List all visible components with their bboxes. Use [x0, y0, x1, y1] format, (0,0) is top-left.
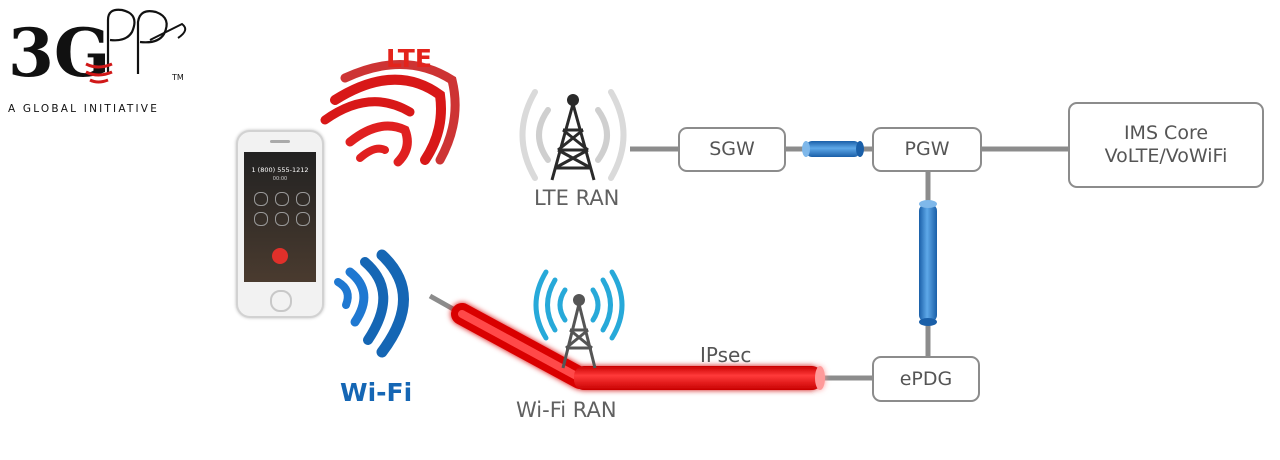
- end-call-button[interactable]: [272, 248, 288, 264]
- 3gpp-logo: 3G TM A GLOBAL INITIATIVE: [0, 0, 200, 120]
- lte-ran-tower-icon: [519, 89, 627, 181]
- sgw-node: SGW: [678, 127, 786, 172]
- pgw-node: PGW: [872, 127, 982, 172]
- keypad-button[interactable]: [275, 192, 289, 206]
- phone-speaker: [270, 140, 290, 143]
- ipsec-tunnel: [451, 303, 825, 390]
- wifi-ran-tower-icon: [533, 269, 625, 369]
- lte-ran-label: LTE RAN: [534, 186, 620, 210]
- wifi-signal-icon: [334, 249, 409, 358]
- facetime-button[interactable]: [275, 212, 289, 226]
- mute-button[interactable]: [254, 192, 268, 206]
- lte-title: LTE: [386, 44, 432, 73]
- logo-tm: TM: [171, 73, 184, 82]
- contacts-button[interactable]: [296, 212, 310, 226]
- epdg-node: ePDG: [872, 356, 980, 402]
- lte-signal-icon: [320, 60, 460, 167]
- wifi-title: Wi-Fi: [340, 378, 413, 407]
- speaker-button[interactable]: [296, 192, 310, 206]
- logo-tagline: A GLOBAL INITIATIVE: [8, 103, 160, 115]
- ims-core-label: IMS Core: [1123, 122, 1209, 144]
- 3gpp-logo-mark: 3G TM: [8, 8, 187, 92]
- home-button[interactable]: [270, 290, 292, 312]
- svg-text:3G: 3G: [8, 14, 110, 92]
- ims-core-node: IMS Core VoLTE/VoWiFi: [1068, 102, 1264, 188]
- tunnel-sgw-pgw: [802, 141, 864, 157]
- epdg-label: ePDG: [899, 367, 953, 390]
- ims-service-label: VoLTE/VoWiFi: [1104, 145, 1228, 167]
- smartphone: 1 (800) 555-1212 00:00: [236, 130, 324, 318]
- sgw-label: SGW: [709, 138, 755, 160]
- pgw-label: PGW: [904, 138, 950, 160]
- wifi-ran-label: Wi-Fi RAN: [516, 398, 617, 422]
- add-call-button[interactable]: [254, 212, 268, 226]
- call-number: 1 (800) 555-1212: [251, 166, 309, 174]
- phone-screen: 1 (800) 555-1212 00:00: [244, 152, 316, 282]
- ipsec-label: IPsec: [700, 343, 752, 367]
- call-timer: 00:00: [272, 176, 288, 182]
- tunnel-epdg-pgw: [919, 200, 937, 326]
